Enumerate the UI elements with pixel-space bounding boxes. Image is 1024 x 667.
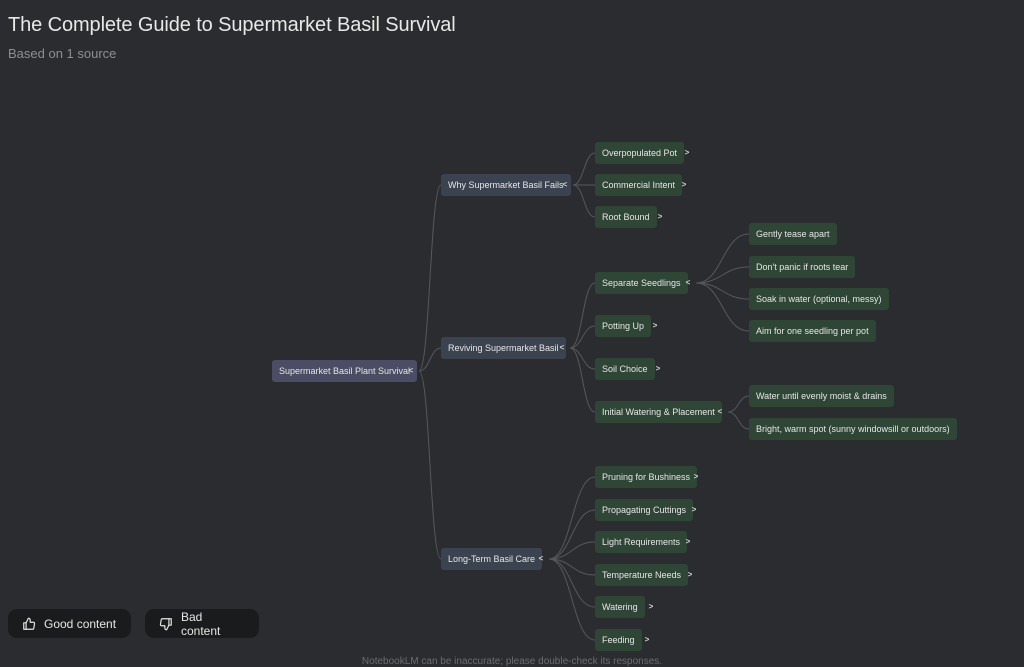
branch-node-long-term[interactable]: Long-Term Basil Care: [441, 548, 543, 570]
topic-node-root-bound[interactable]: Root Bound: [595, 206, 657, 228]
detail-node-gently-tease[interactable]: Gently tease apart: [749, 223, 837, 245]
connector-topic-node-soil-choice: [569, 347, 596, 370]
topic-node-potting-up[interactable]: Potting Up: [595, 315, 652, 337]
connector-topic-node-pruning: [548, 476, 596, 560]
detail-node-dont-panic[interactable]: Don't panic if roots tear: [749, 256, 856, 278]
topic-node-watering[interactable]: Watering: [595, 596, 645, 618]
expand-toggle-root-bound[interactable]: >: [657, 212, 663, 221]
connector-topic-node-light: [548, 541, 596, 560]
connector-topic-node-potting-up: [569, 325, 596, 349]
connector-topic-node-root-bound: [572, 184, 596, 218]
connector-detail-node-water-until-moist: [727, 395, 750, 413]
topic-node-overpopulated-pot[interactable]: Overpopulated Pot: [595, 142, 685, 164]
collapse-toggle-why-fails[interactable]: <: [562, 180, 568, 189]
bad-content-button[interactable]: Bad content: [145, 609, 259, 638]
thumbs-up-icon: [23, 617, 36, 630]
connector-topic-node-temperature: [548, 558, 596, 576]
expand-toggle-potting-up[interactable]: >: [652, 321, 658, 330]
collapse-toggle-reviving[interactable]: <: [559, 343, 565, 352]
expand-toggle-feeding[interactable]: >: [644, 635, 650, 644]
connector-topic-node-watering: [548, 558, 596, 608]
mindmap-root-node[interactable]: Supermarket Basil Plant Survival: [272, 360, 418, 382]
collapse-toggle-initial-watering[interactable]: <: [717, 407, 723, 416]
collapse-toggle-separate-seedlings[interactable]: <: [685, 278, 691, 287]
bad-content-label: Bad content: [180, 609, 221, 638]
branch-node-why-fails[interactable]: Why Supermarket Basil Fails: [441, 174, 571, 196]
connector-detail-node-dont-panic: [695, 266, 750, 284]
detail-node-soak-in-water[interactable]: Soak in water (optional, messy): [749, 288, 889, 310]
topic-node-light[interactable]: Light Requirements: [595, 531, 688, 553]
connector-topic-node-separate-seedlings: [569, 282, 596, 349]
topic-node-propagating[interactable]: Propagating Cuttings: [595, 499, 694, 521]
disclaimer-text: NotebookLM can be inaccurate; please dou…: [361, 656, 663, 667]
expand-toggle-pruning[interactable]: >: [693, 472, 699, 481]
source-count: Based on 1 source: [8, 46, 117, 61]
connector-topic-node-feeding: [548, 558, 596, 641]
connector-topic-node-propagating: [548, 509, 596, 560]
detail-node-water-until-moist[interactable]: Water until evenly moist & drains: [749, 385, 894, 407]
expand-toggle-commercial-intent[interactable]: >: [681, 180, 687, 189]
expand-toggle-watering[interactable]: >: [648, 602, 654, 611]
topic-node-feeding[interactable]: Feeding: [595, 629, 642, 651]
connector-detail-node-gently-tease: [695, 233, 750, 284]
good-content-button[interactable]: Good content: [8, 609, 131, 638]
expand-toggle-propagating[interactable]: >: [691, 505, 697, 514]
expand-toggle-light[interactable]: >: [685, 537, 691, 546]
connector-topic-node-overpopulated-pot: [572, 152, 596, 186]
collapse-toggle-long-term[interactable]: <: [538, 554, 544, 563]
topic-node-pruning[interactable]: Pruning for Bushiness: [595, 466, 698, 488]
collapse-toggle-root[interactable]: <: [408, 366, 414, 375]
topic-node-initial-watering[interactable]: Initial Watering & Placement: [595, 401, 722, 423]
topic-node-separate-seedlings[interactable]: Separate Seedlings: [595, 272, 688, 294]
page-title: The Complete Guide to Supermarket Basil …: [8, 14, 456, 36]
topic-node-temperature[interactable]: Temperature Needs: [595, 564, 689, 586]
connector-branch-node-reviving: [418, 347, 442, 372]
connector-detail-node-bright-warm-spot: [727, 411, 750, 430]
connector-detail-node-soak-in-water: [695, 282, 750, 300]
topic-node-commercial-intent[interactable]: Commercial Intent: [595, 174, 683, 196]
thumbs-down-icon: [159, 617, 172, 630]
expand-toggle-overpopulated-pot[interactable]: >: [684, 148, 690, 157]
connector-topic-node-initial-watering: [569, 347, 596, 413]
good-content-label: Good content: [44, 616, 117, 631]
branch-node-reviving[interactable]: Reviving Supermarket Basil: [441, 337, 566, 359]
connector-branch-node-why-fails: [418, 184, 442, 372]
detail-node-bright-warm-spot[interactable]: Bright, warm spot (sunny windowsill or o…: [749, 418, 957, 440]
expand-toggle-soil-choice[interactable]: >: [655, 364, 661, 373]
connector-detail-node-one-seedling: [695, 282, 750, 332]
connector-branch-node-long-term: [418, 370, 442, 560]
detail-node-one-seedling[interactable]: Aim for one seedling per pot: [749, 320, 876, 342]
expand-toggle-temperature[interactable]: >: [687, 570, 693, 579]
topic-node-soil-choice[interactable]: Soil Choice: [595, 358, 655, 380]
